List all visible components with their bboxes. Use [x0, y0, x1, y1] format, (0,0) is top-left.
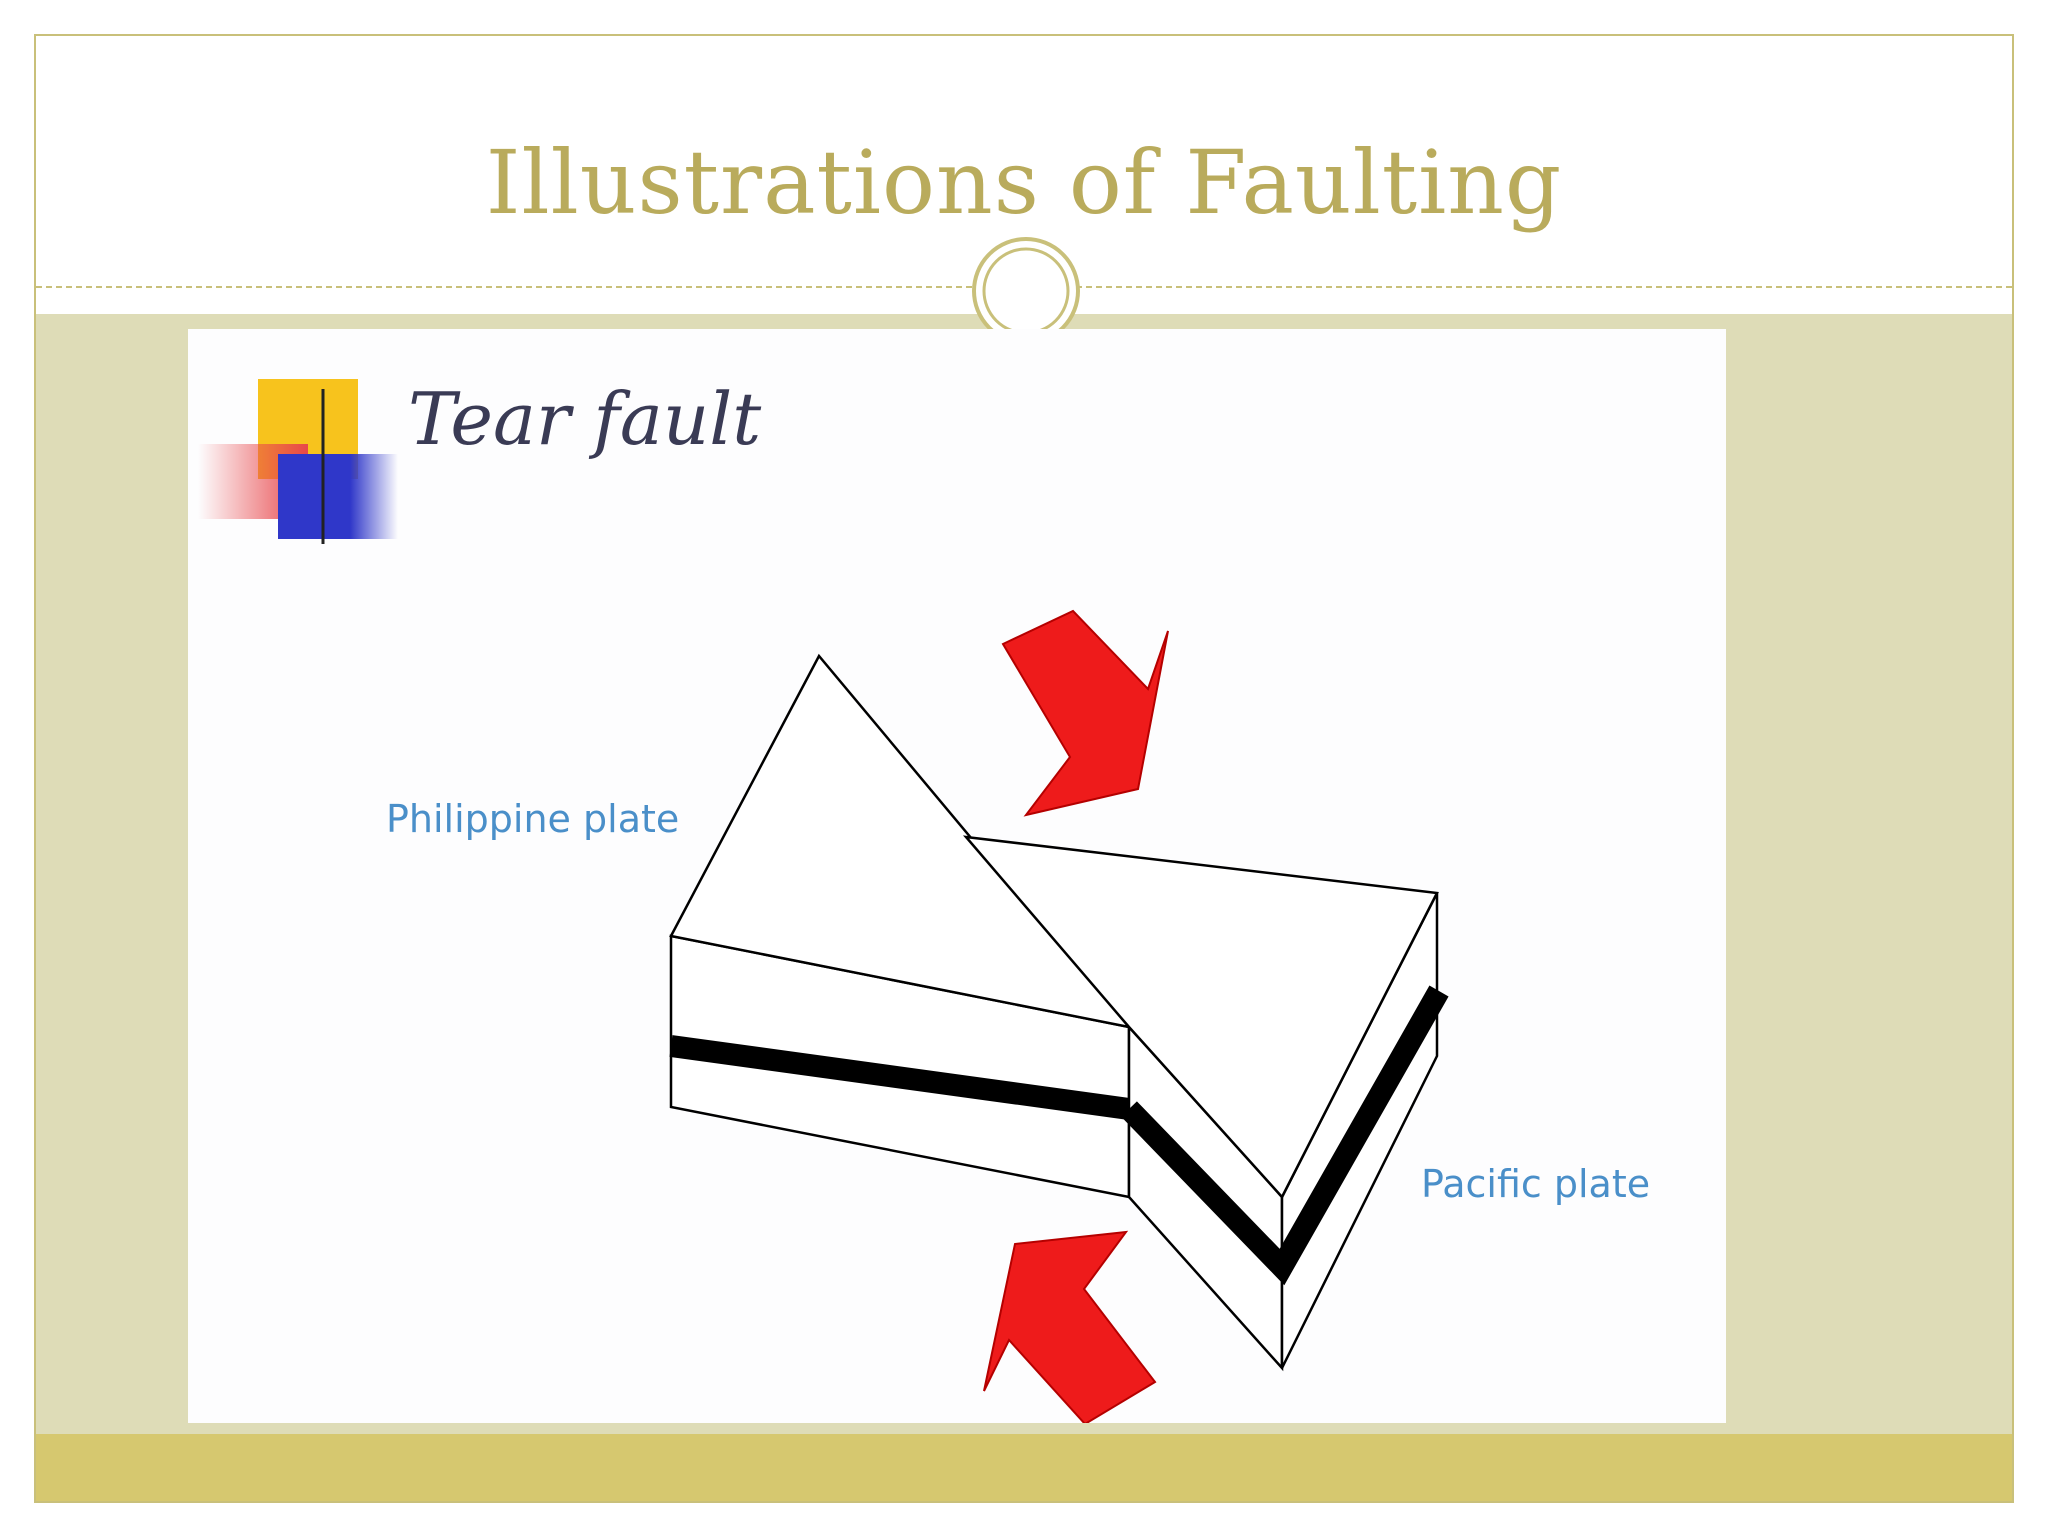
heading-logo-icon [198, 379, 1648, 544]
ring-icon [972, 237, 1080, 345]
arrow-top-icon [1001, 609, 1169, 817]
footer-band [36, 1434, 2012, 1501]
pacific-plate-label: Pacific plate [1421, 1162, 1651, 1206]
right-rock-layer [1121, 985, 1449, 1286]
figure-heading: Tear fault [408, 377, 762, 461]
arrow-bottom-icon [983, 1230, 1157, 1423]
pacific-plate-block [962, 835, 1439, 1372]
tear-fault-figure: Tear fault Philippine plate Pacific plat… [188, 329, 1726, 1423]
left-rock-layer [669, 1035, 1131, 1120]
slide: Illustrations of Faulting [34, 34, 2014, 1503]
fault-diagram [198, 379, 1648, 1423]
philippine-plate-label: Philippine plate [386, 797, 680, 841]
slide-title: Illustrations of Faulting [485, 131, 1563, 234]
